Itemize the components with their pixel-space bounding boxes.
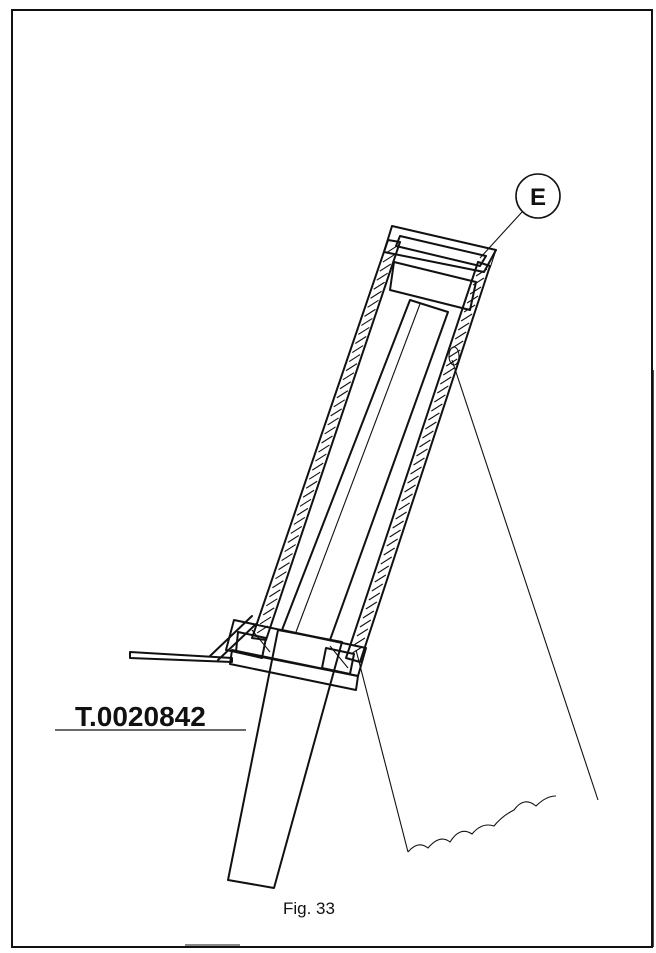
hatch-line <box>386 538 398 547</box>
hatch-line <box>419 439 431 448</box>
right-wall-hatching <box>350 268 488 655</box>
bottom-collar <box>225 619 367 691</box>
hatch-line <box>354 336 367 344</box>
hatch-line <box>358 326 370 335</box>
hatch-line <box>305 480 318 489</box>
hatch-line <box>457 322 470 331</box>
hatch-line <box>383 547 396 556</box>
hatch-line <box>389 529 401 538</box>
collar-weld-right <box>321 647 355 675</box>
hatch-line <box>395 511 407 520</box>
hatch-line <box>265 598 278 607</box>
hatch-line <box>460 313 473 322</box>
hatch-line <box>398 502 410 511</box>
callout-e: E <box>479 173 561 259</box>
hatch-line <box>410 466 422 475</box>
hatch-line <box>451 340 464 349</box>
page-border <box>11 9 653 948</box>
hatch-line <box>362 610 375 619</box>
callout-e-letter: E <box>530 184 546 211</box>
hatch-line <box>376 272 389 281</box>
hatch-line <box>284 544 296 553</box>
hatch-line <box>422 430 434 439</box>
hatch-line <box>407 475 419 484</box>
hatch-line <box>308 471 321 480</box>
hatch-line <box>380 556 393 565</box>
locking-pin-handle <box>129 615 257 663</box>
hatch-line <box>404 484 416 493</box>
callout-e-circle <box>515 173 561 219</box>
cap-block <box>389 261 477 311</box>
leg-torn-edge <box>407 795 557 853</box>
hatch-line <box>413 457 425 466</box>
hatch-line <box>442 367 455 376</box>
hatch-line <box>454 331 467 340</box>
hatch-line <box>437 385 449 394</box>
hatch-line <box>321 435 333 444</box>
hatch-line <box>312 462 324 471</box>
hatch-line <box>377 565 390 574</box>
right-wall <box>345 261 491 663</box>
hatch-line <box>348 354 361 363</box>
hatch-line <box>333 399 346 408</box>
hatch-line <box>296 507 309 516</box>
hatch-line <box>370 290 382 299</box>
hatch-line <box>445 358 458 367</box>
part-number-label: T.0020842 <box>75 701 206 732</box>
hatch-line <box>359 619 372 628</box>
tube-body <box>251 239 491 663</box>
hatch-line <box>281 553 293 562</box>
hatch-line <box>416 448 428 457</box>
hatch-line <box>365 601 378 610</box>
hatch-line <box>469 286 482 295</box>
hatch-line <box>364 308 376 317</box>
figure-caption: Fig. 33 <box>283 899 335 918</box>
hatch-line <box>330 408 342 417</box>
hatch-line <box>392 520 404 529</box>
hatch-line <box>275 571 287 580</box>
hatch-line <box>302 489 315 498</box>
top-cap <box>383 225 497 311</box>
hatch-line <box>259 616 272 625</box>
hatch-line <box>368 592 381 601</box>
hatch-line <box>353 637 366 646</box>
hatch-line <box>287 535 300 543</box>
hatch-line <box>327 417 339 426</box>
hatch-line <box>379 263 392 272</box>
hatch-line <box>324 426 336 435</box>
hatch-line <box>293 516 306 525</box>
hatch-line <box>339 381 352 390</box>
hatch-line <box>318 444 330 453</box>
hatch-line <box>336 390 349 399</box>
hatch-line <box>374 574 387 583</box>
hatch-line <box>371 583 384 592</box>
hatch-line <box>315 453 327 462</box>
hatch-line <box>361 317 373 326</box>
hatch-line <box>262 607 275 616</box>
hatch-line <box>290 525 303 534</box>
part-number-callout: T.0020842 <box>55 701 246 732</box>
hatch-line <box>434 394 446 403</box>
hatch-line <box>345 363 358 372</box>
hatch-line <box>351 345 364 354</box>
hatch-line <box>272 580 284 589</box>
hatch-line <box>431 403 443 412</box>
hatch-line <box>401 493 413 502</box>
hatch-line <box>428 412 440 421</box>
hatch-line <box>342 372 355 381</box>
hatch-line <box>382 254 395 263</box>
hatch-line <box>299 498 312 507</box>
hatch-line <box>373 281 385 290</box>
left-wall-hatching <box>256 245 398 634</box>
hatch-line <box>448 349 461 358</box>
hatch-line <box>425 421 437 430</box>
support-leg <box>355 346 599 853</box>
hatch-line <box>269 589 281 598</box>
hatch-line <box>440 376 452 385</box>
hatch-line <box>367 299 379 308</box>
hatch-line <box>356 628 369 637</box>
hatch-line <box>278 562 290 571</box>
